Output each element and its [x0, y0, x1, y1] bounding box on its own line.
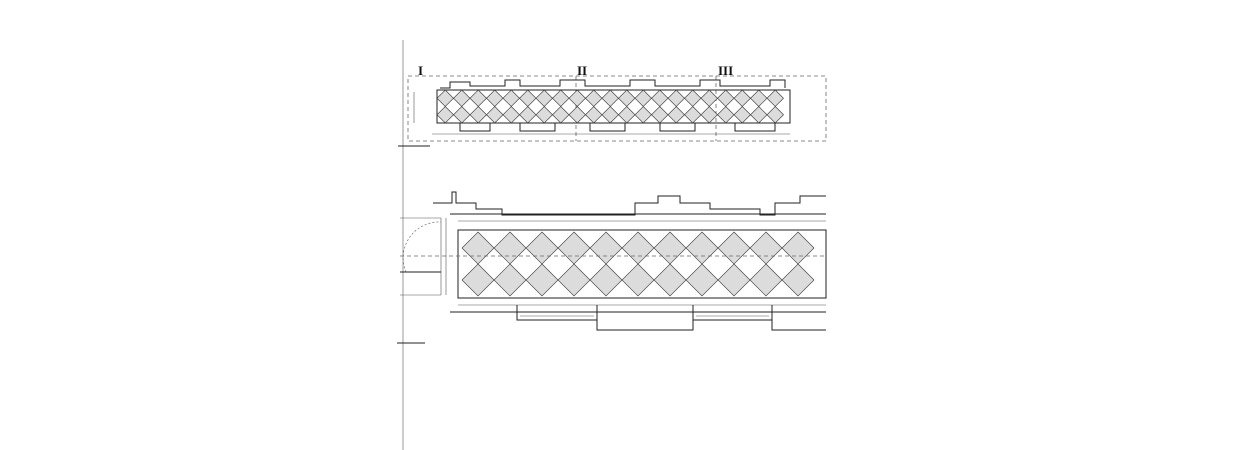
- floor-tile: [618, 89, 636, 107]
- floor-tile: [469, 106, 487, 124]
- section-marker-2: II: [577, 63, 587, 78]
- floor-tile: [653, 231, 687, 265]
- floor-tile: [651, 89, 669, 107]
- floor-tile: [685, 263, 719, 297]
- floor-tile: [585, 89, 603, 107]
- floor-tile: [589, 231, 623, 265]
- upper-wall-outline: [433, 191, 826, 216]
- floor-tile: [634, 89, 652, 107]
- floor-tile: [766, 106, 784, 124]
- floor-tile: [618, 106, 636, 124]
- floor-tile: [453, 89, 471, 107]
- floor-tile: [461, 263, 495, 297]
- floor-tile: [585, 106, 603, 124]
- top-wall-outline: [440, 79, 786, 89]
- floor-tile: [552, 106, 570, 124]
- floor-tile: [766, 89, 784, 107]
- floor-tile: [750, 106, 768, 124]
- floor-tile: [552, 89, 570, 107]
- floor-tile: [486, 106, 504, 124]
- top-floor-plan: I II III: [398, 63, 827, 147]
- floor-tile: [667, 89, 685, 107]
- floor-tile: [436, 106, 454, 124]
- floor-tile: [557, 263, 591, 297]
- floor-tile: [469, 89, 487, 107]
- bottom-bays: [459, 123, 776, 132]
- floor-tile: [685, 231, 719, 265]
- floor-tile: [717, 231, 751, 265]
- floor-tile: [535, 89, 553, 107]
- floor-tile: [750, 89, 768, 107]
- door-swing-arc: [402, 221, 442, 273]
- section-marker-3: III: [718, 63, 733, 78]
- floor-tile: [525, 263, 559, 297]
- section-marker-1: I: [418, 63, 423, 78]
- floor-tile: [700, 89, 718, 107]
- plan-boundary-dashed: [407, 75, 827, 142]
- floor-tile: [684, 89, 702, 107]
- floor-tile: [749, 231, 783, 265]
- floor-tile: [684, 106, 702, 124]
- tiled-gallery-floor: [436, 89, 791, 124]
- floor-tile: [568, 89, 586, 107]
- floor-tile: [667, 106, 685, 124]
- floor-tile: [502, 106, 520, 124]
- floor-tile: [519, 106, 537, 124]
- floor-tile: [621, 231, 655, 265]
- floor-tile: [717, 89, 735, 107]
- floor-tile: [634, 106, 652, 124]
- floor-tile: [453, 106, 471, 124]
- floor-tile: [621, 263, 655, 297]
- floor-tile: [519, 89, 537, 107]
- floor-tile: [781, 231, 815, 265]
- floor-tile: [733, 89, 751, 107]
- floor-tile: [589, 263, 623, 297]
- floor-tile: [601, 106, 619, 124]
- floor-tile: [733, 106, 751, 124]
- floor-tile: [653, 263, 687, 297]
- lower-bays: [516, 305, 826, 331]
- floor-tile: [493, 263, 527, 297]
- floor-tile: [557, 231, 591, 265]
- floor-tile-pattern: [436, 89, 784, 124]
- floor-tile: [700, 106, 718, 124]
- floor-tile: [436, 89, 454, 107]
- floor-tile: [717, 106, 735, 124]
- floor-tile: [486, 89, 504, 107]
- floor-tile: [502, 89, 520, 107]
- floor-tile: [461, 231, 495, 265]
- floor-tile: [651, 106, 669, 124]
- floor-tile: [717, 263, 751, 297]
- floor-tile: [601, 89, 619, 107]
- floor-tile: [781, 263, 815, 297]
- entry-door-frame: [400, 217, 447, 296]
- tiled-gallery-floor-enlarged: [457, 229, 827, 299]
- floor-tile-pattern-enlarged: [461, 231, 815, 297]
- floor-tile: [525, 231, 559, 265]
- floor-tile: [749, 263, 783, 297]
- bottom-floor-plan-enlarged: [397, 191, 827, 344]
- floor-tile: [568, 106, 586, 124]
- floor-tile: [535, 106, 553, 124]
- floor-tile: [493, 231, 527, 265]
